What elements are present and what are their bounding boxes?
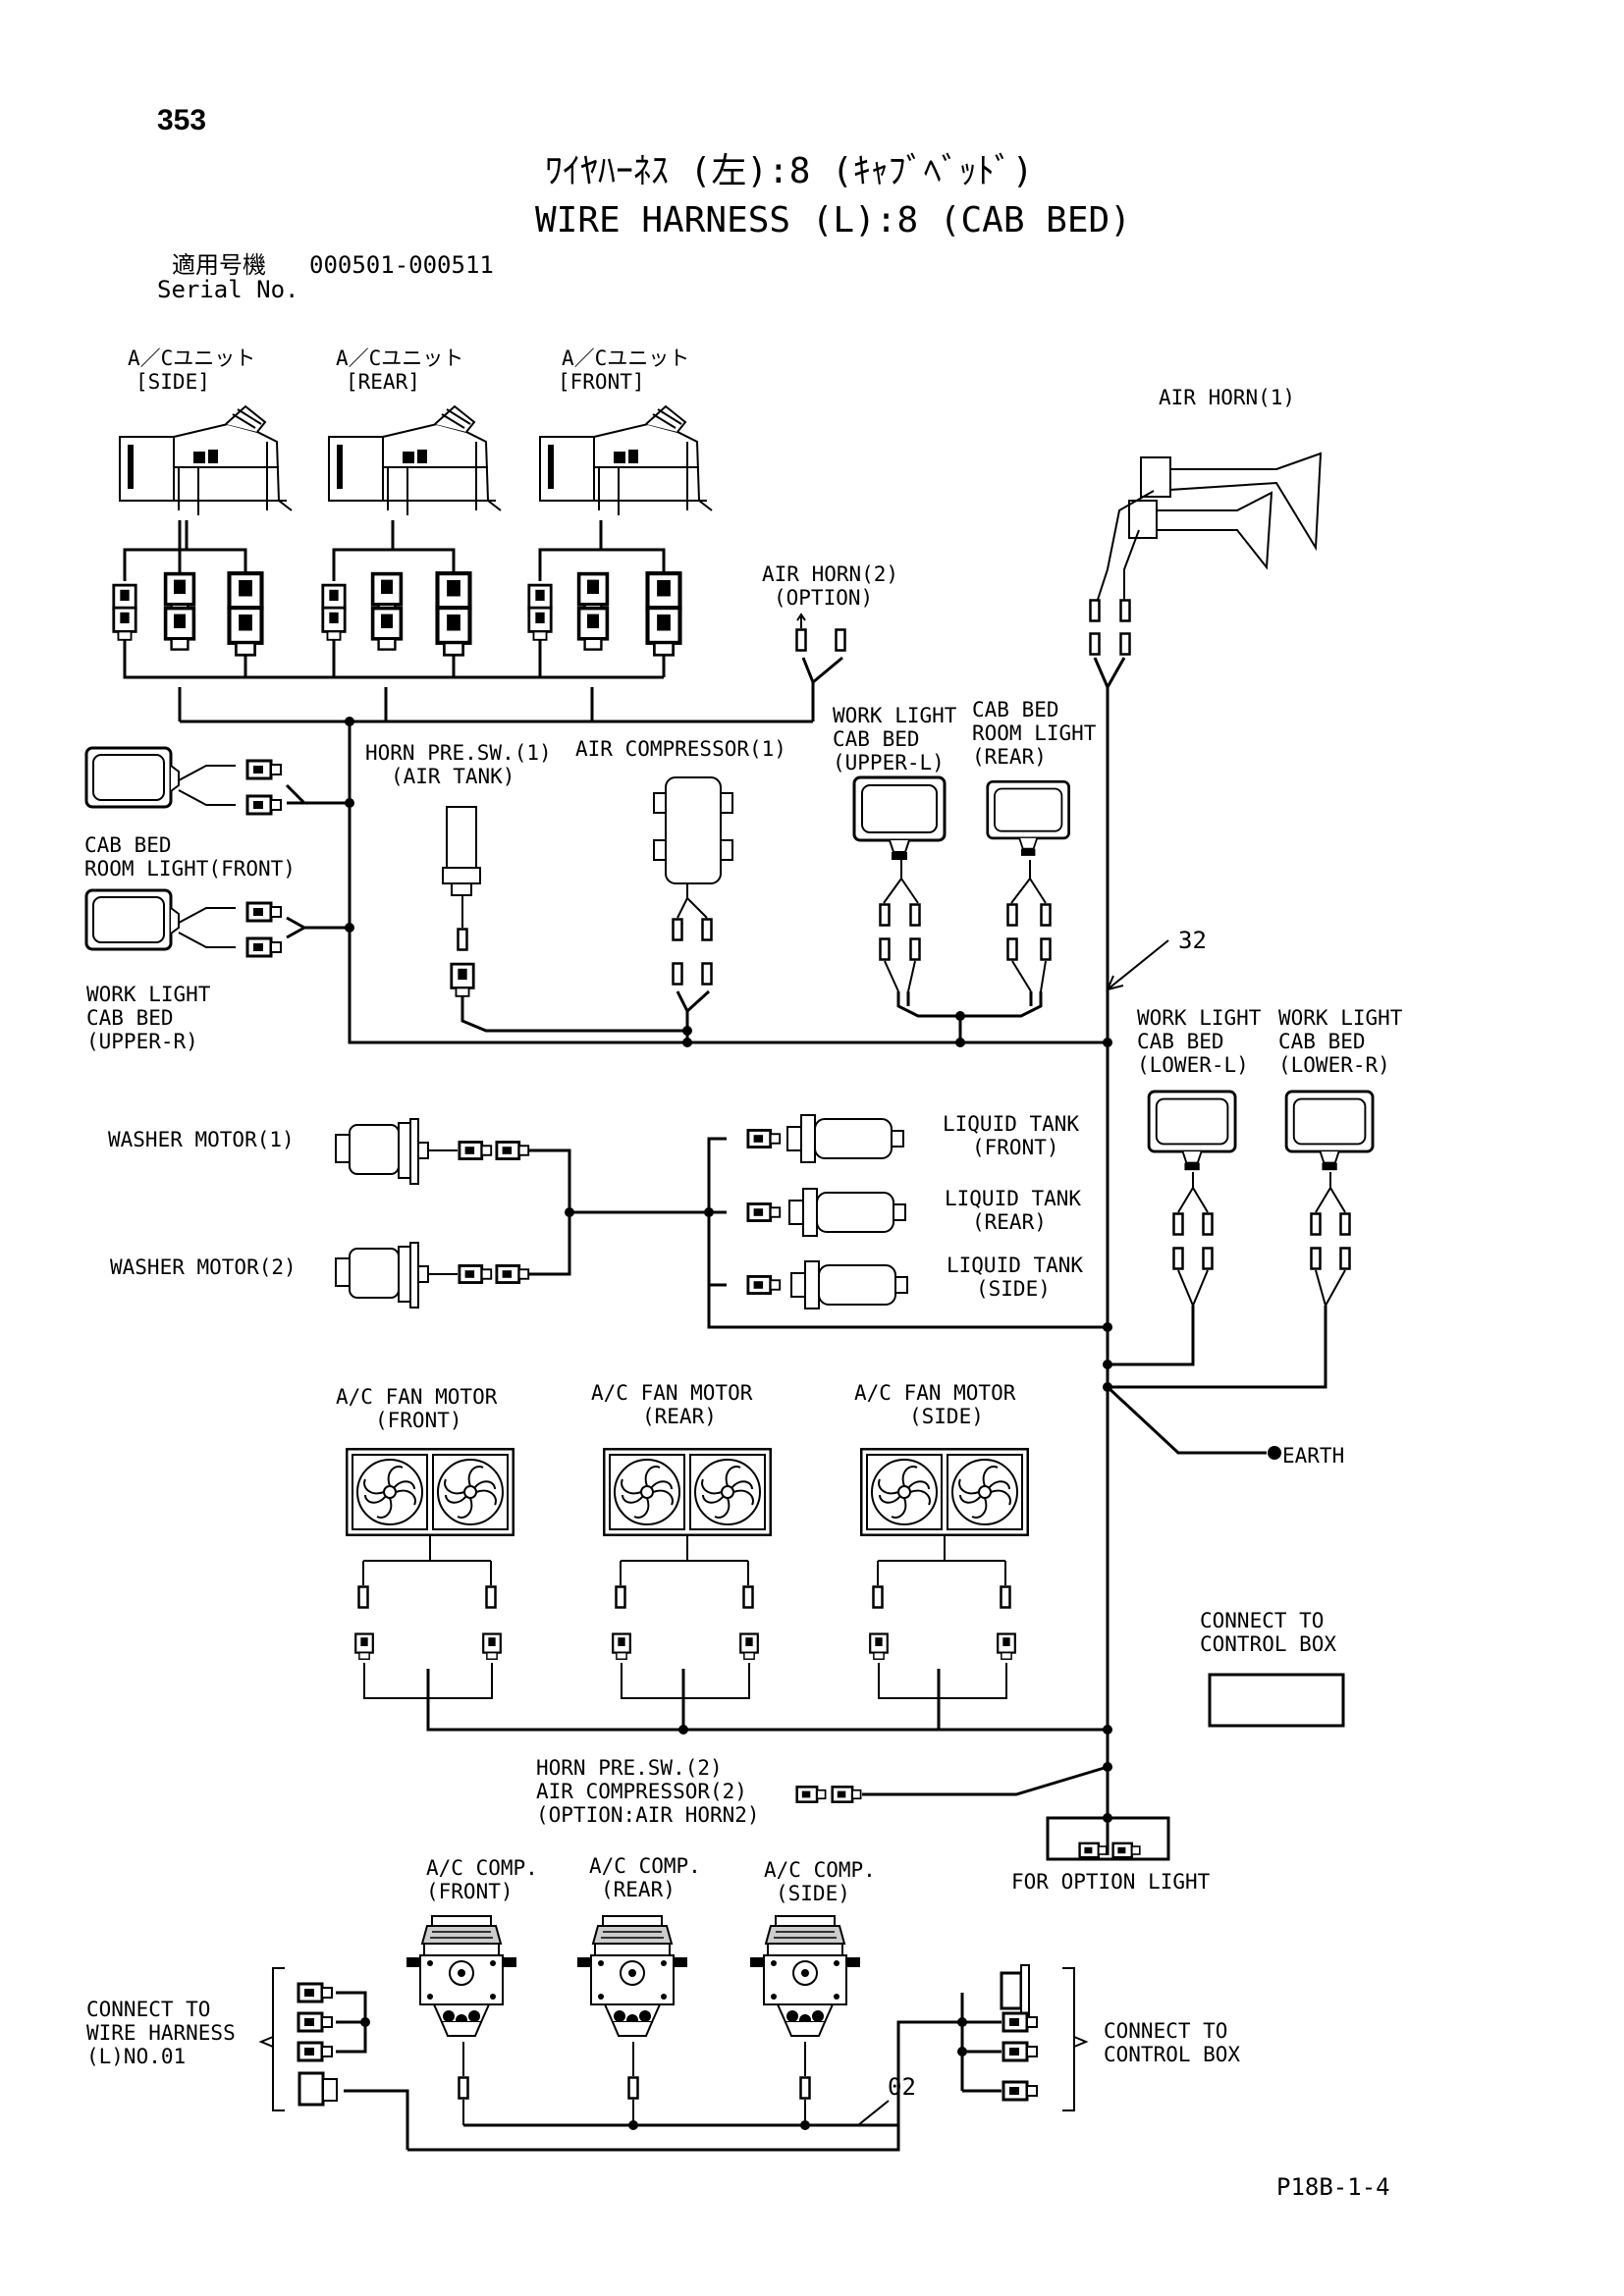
air-horn-1-connectors <box>1089 632 1131 656</box>
label-washer-motor-2: WASHER MOTOR(2) <box>110 1255 297 1279</box>
ac-comp-side <box>749 1915 861 2125</box>
ref-32-leader <box>1107 939 1169 990</box>
label-ac-comp-front: A/C COMP.(FRONT) <box>426 1856 538 1903</box>
work-light-upper-r <box>84 888 283 958</box>
work-light-lower-l <box>1147 1090 1237 1307</box>
label-air-horn-1: AIR HORN(1) <box>1159 386 1295 409</box>
label-earth: EARTH <box>1282 1444 1344 1468</box>
label-horn-pre-sw-1: HORN PRE.SW.(1)(AIR TANK) <box>365 741 552 788</box>
horn-pre-sw-1 <box>442 806 481 998</box>
work-light-lower-r <box>1284 1090 1375 1307</box>
label-washer-motor-1: WASHER MOTOR(1) <box>108 1128 295 1151</box>
washer-motor-1 <box>335 1118 530 1185</box>
label-horn-pre-sw-2: HORN PRE.SW.(2)AIR COMPRESSOR(2)(OPTION:… <box>536 1756 760 1827</box>
title-en: WIRE HARNESS (L):8 (CAB BED) <box>535 200 1131 240</box>
washer-motor-2 <box>335 1242 530 1308</box>
work-light-upper-l <box>852 775 947 992</box>
label-ac-comp-rear: A/C COMP.(REAR) <box>589 1854 701 1901</box>
ac-fan-motor-front <box>346 1448 514 1699</box>
air-compressor-1 <box>653 776 733 986</box>
label-liquid-tank-side: LIQUID TANK(SIDE) <box>947 1254 1083 1301</box>
liquid-tank-rear <box>746 1188 906 1237</box>
serial-label-en: Serial No. <box>157 276 299 303</box>
liquid-tank-front <box>746 1114 904 1163</box>
label-ac-fan-motor-rear: A/C FAN MOTOR(REAR) <box>591 1381 753 1428</box>
label-ac-fan-motor-front: A/C FAN MOTOR(FRONT) <box>336 1385 498 1432</box>
control-box-connectors <box>1000 1964 1089 2111</box>
page-number: 353 <box>157 104 206 136</box>
label-ac-comp-side: A/C COMP.(SIDE) <box>764 1858 876 1905</box>
label-ref-02: 02 <box>888 2073 916 2101</box>
serial-label-jp: 適用号機 <box>172 251 266 279</box>
junction-dots <box>345 717 1281 2130</box>
wire-harness-connectors <box>258 1967 338 2111</box>
air-horn-2 <box>795 613 846 652</box>
ac-fan-motor-rear <box>603 1448 772 1699</box>
air-horn-1 <box>1089 452 1323 622</box>
footer-code: P18B-1-4 <box>1276 2173 1390 2201</box>
control-box-1 <box>1208 1673 1345 1728</box>
label-air-compressor-1: AIR COMPRESSOR(1) <box>575 737 786 761</box>
label-air-horn-2: AIR HORN(2)(OPTION) <box>762 562 898 610</box>
ac-fan-motor-side <box>860 1448 1029 1699</box>
ac-unit-side <box>112 405 373 679</box>
label-ac-unit-rear: A／Cユニット[REAR] <box>336 347 463 394</box>
horn-pre-sw-2-connectors <box>795 1785 863 1804</box>
cab-bed-room-light-front <box>84 746 283 816</box>
label-ref-32: 32 <box>1178 927 1207 954</box>
label-liquid-tank-front: LIQUID TANK(FRONT) <box>943 1112 1079 1159</box>
label-ac-unit-side: A／Cユニット[SIDE] <box>128 347 255 394</box>
label-liquid-tank-rear: LIQUID TANK(REAR) <box>945 1187 1081 1234</box>
label-for-option-light: FOR OPTION LIGHT <box>1011 1870 1211 1894</box>
title-jp: ﾜｲﾔﾊｰﾈｽ (左):8 (ｷｬﾌﾞﾍﾞｯﾄﾞ) <box>545 151 1033 191</box>
label-ac-fan-motor-side: A/C FAN MOTOR(SIDE) <box>854 1381 1016 1428</box>
serial-value: 000501-000511 <box>309 251 494 279</box>
label-ac-unit-front: A／Cユニット[FRONT] <box>558 347 689 394</box>
ac-unit-front <box>527 405 713 679</box>
ac-comp-rear <box>576 1915 688 2125</box>
ref-32-arrowhead <box>1106 975 1124 991</box>
ac-comp-front <box>406 1915 517 2125</box>
option-light-connectors <box>1078 1842 1142 1859</box>
ac-unit-rear <box>321 405 589 679</box>
liquid-tank-side <box>746 1260 908 1309</box>
ref-02-leader <box>857 2100 890 2126</box>
cab-bed-room-light-rear <box>986 779 1071 992</box>
